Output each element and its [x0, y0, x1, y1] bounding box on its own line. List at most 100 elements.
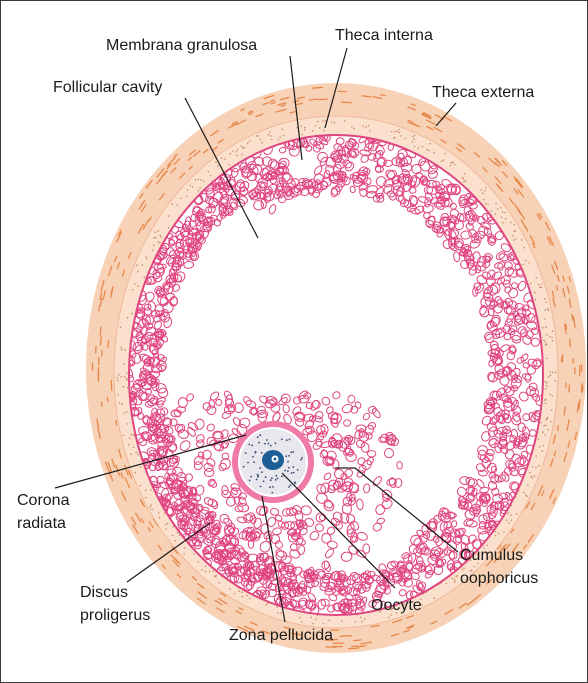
- interna-cell: [145, 497, 147, 499]
- interna-cell: [140, 485, 142, 487]
- interna-cell: [544, 318, 546, 320]
- interna-cell: [118, 374, 120, 376]
- label-theca-interna: Theca interna: [335, 27, 433, 44]
- oocyte-granule: [266, 439, 268, 441]
- interna-cell: [258, 135, 260, 137]
- externa-fiber: [107, 397, 108, 402]
- interna-cell: [527, 484, 529, 486]
- interna-cell: [545, 302, 547, 304]
- interna-cell: [341, 620, 343, 622]
- interna-cell: [116, 377, 118, 379]
- interna-cell: [317, 121, 319, 123]
- interna-cell: [232, 150, 234, 152]
- interna-cell: [126, 378, 128, 380]
- interna-cell: [241, 145, 243, 147]
- interna-cell: [545, 424, 547, 426]
- oocyte-granule: [261, 452, 263, 454]
- interna-cell: [523, 492, 525, 494]
- interna-cell: [121, 376, 123, 378]
- label-zona-pellucida: Zona pellucida: [229, 627, 333, 644]
- interna-cell: [192, 186, 194, 188]
- externa-fiber: [354, 640, 362, 641]
- interna-cell: [137, 454, 139, 456]
- label-theca-externa: Theca externa: [432, 84, 534, 101]
- interna-cell: [390, 614, 392, 616]
- oocyte-granule: [271, 492, 273, 494]
- externa-fiber: [582, 383, 583, 393]
- interna-cell: [173, 526, 175, 528]
- interna-cell: [265, 604, 267, 606]
- interna-cell: [249, 598, 251, 600]
- interna-cell: [152, 249, 154, 251]
- interna-cell: [271, 139, 273, 141]
- interna-cell: [446, 583, 448, 585]
- interna-cell: [555, 371, 557, 373]
- interna-cell: [247, 143, 249, 145]
- nucleolus-core: [274, 458, 277, 461]
- label-cumulus-oophoricus-1: Cumulus: [460, 547, 523, 564]
- interna-cell: [168, 215, 170, 217]
- interna-cell: [328, 620, 330, 622]
- interna-cell: [117, 394, 119, 396]
- interna-cell: [454, 581, 456, 583]
- interna-cell: [399, 132, 401, 134]
- oocyte-granule: [250, 476, 252, 478]
- interna-cell: [323, 623, 325, 625]
- interna-cell: [304, 127, 306, 129]
- interna-cell: [241, 154, 243, 156]
- interna-cell: [535, 455, 537, 457]
- interna-cell: [126, 423, 128, 425]
- interna-cell: [278, 139, 280, 141]
- interna-cell: [331, 121, 333, 123]
- interna-cell: [325, 120, 327, 122]
- oocyte-granule: [292, 466, 294, 468]
- oocyte-granule: [294, 481, 296, 483]
- interna-cell: [513, 239, 515, 241]
- interna-cell: [552, 372, 554, 374]
- interna-cell: [531, 476, 533, 478]
- oocyte-granule: [271, 477, 273, 479]
- interna-cell: [172, 203, 174, 205]
- oocyte-granule: [288, 467, 290, 469]
- interna-cell: [158, 512, 160, 514]
- interna-cell: [137, 271, 139, 273]
- interna-cell: [542, 327, 544, 329]
- interna-cell: [312, 130, 314, 132]
- interna-cell: [143, 276, 145, 278]
- interna-cell: [551, 395, 553, 397]
- interna-cell: [502, 222, 504, 224]
- interna-cell: [315, 618, 317, 620]
- interna-cell: [504, 212, 506, 214]
- interna-cell: [516, 513, 518, 515]
- interna-cell: [412, 141, 414, 143]
- interna-cell: [136, 264, 138, 266]
- interna-cell: [361, 621, 363, 623]
- oocyte-granule: [252, 456, 254, 458]
- interna-cell: [249, 141, 251, 143]
- interna-cell: [237, 149, 239, 151]
- externa-fiber: [101, 402, 102, 407]
- interna-cell: [545, 402, 547, 404]
- interna-cell: [412, 136, 414, 138]
- interna-cell: [121, 403, 123, 405]
- interna-cell: [503, 531, 505, 533]
- oocyte-granule: [284, 470, 286, 472]
- interna-cell: [203, 181, 205, 183]
- externa-fiber: [351, 646, 358, 647]
- interna-cell: [365, 126, 367, 128]
- interna-cell: [546, 358, 548, 360]
- interna-cell: [545, 342, 547, 344]
- interna-cell: [414, 146, 416, 148]
- interna-cell: [210, 175, 212, 177]
- externa-fiber: [341, 102, 351, 103]
- interna-cell: [528, 262, 530, 264]
- interna-cell: [198, 190, 200, 192]
- oocyte-granule: [289, 439, 291, 441]
- interna-cell: [548, 309, 550, 311]
- interna-cell: [508, 522, 510, 524]
- interna-cell: [546, 382, 548, 384]
- interna-cell: [121, 347, 123, 349]
- oocyte-granule: [291, 472, 293, 474]
- oocyte-granule: [251, 445, 253, 447]
- oocyte-granule: [253, 461, 255, 463]
